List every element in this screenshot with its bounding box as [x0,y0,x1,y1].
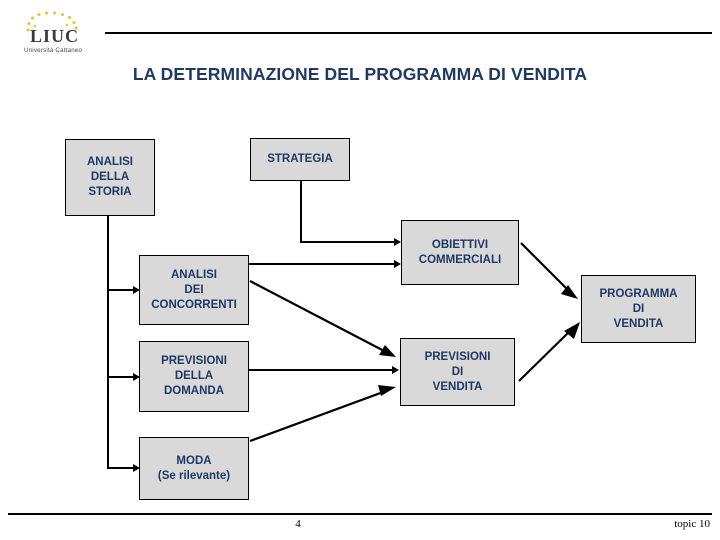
connector-storia-to-moda [107,467,134,469]
node-strategia[interactable]: STRATEGIA [250,138,350,181]
connector-concorrenti-to-previsioni [249,280,396,357]
logo-subtitle: Università Cattaneo [24,47,82,54]
arrowhead-concorrenti-to-obiettivi [394,260,401,268]
node-previsioni-della-domanda[interactable]: PREVISIONI DELLA DOMANDA [139,341,249,412]
node-moda-label: MODA (Se rilevante) [157,454,231,482]
connector-strategia-to-obiettivi [300,241,396,243]
connector-strategia-drop [300,180,302,243]
node-analisi-dei-concorrenti-label: ANALISI DEI CONCORRENTI [151,268,237,311]
connector-domanda-to-previsioni [248,369,394,371]
liuc-logo: LIUC Università Cattaneo [14,6,110,56]
node-obiettivi-commerciali-label: OBIETTIVI COMMERCIALI [418,238,502,266]
node-previsioni-di-vendita-label: PREVISIONI DI VENDITA [424,350,491,393]
header-divider [105,32,712,34]
node-analisi-della-storia-label: ANALISI DELLA STORIA [87,156,133,198]
logo-graphic: LIUC Università Cattaneo [24,11,82,54]
arrowhead-domanda-to-previsioni [392,366,399,374]
page-number: 4 [295,518,301,530]
node-programma-di-vendita-label: PROGRAMMA DI VENDITA [599,287,678,330]
connector-concorrenti-to-obiettivi [248,263,396,265]
node-previsioni-di-vendita[interactable]: PREVISIONI DI VENDITA [400,338,515,406]
node-obiettivi-commerciali[interactable]: OBIETTIVI COMMERCIALI [401,220,519,285]
connector-storia-to-domanda [107,376,134,378]
node-strategia-label: STRATEGIA [267,153,333,165]
arrowhead-storia-to-concorrenti [133,286,140,294]
arrowhead-strategia-to-obiettivi [394,238,401,246]
node-previsioni-della-domanda-label: PREVISIONI DELLA DOMANDA [161,355,227,397]
footer-divider [8,513,712,515]
node-analisi-della-storia[interactable]: ANALISI DELLA STORIA [65,139,155,216]
arrowhead-storia-to-moda [133,464,140,472]
node-moda[interactable]: MODA (Se rilevante) [139,437,249,500]
node-programma-di-vendita[interactable]: PROGRAMMA DI VENDITA [581,275,696,343]
connector-spine-storia [107,215,109,469]
node-analisi-dei-concorrenti[interactable]: ANALISI DEI CONCORRENTI [139,255,249,325]
connector-storia-to-concorrenti [107,289,134,291]
logo-wordmark: LIUC [30,26,79,46]
arrowhead-storia-to-domanda [133,373,140,381]
connector-moda-to-previsioni [249,385,396,443]
footer-topic-label: topic 10 [674,518,710,530]
page-title: LA DETERMINAZIONE DEL PROGRAMMA DI VENDI… [132,64,588,84]
logo-stars-icon [26,11,78,32]
connector-previsioni-to-programma [518,322,580,382]
connector-obiettivi-to-programma [520,242,578,299]
